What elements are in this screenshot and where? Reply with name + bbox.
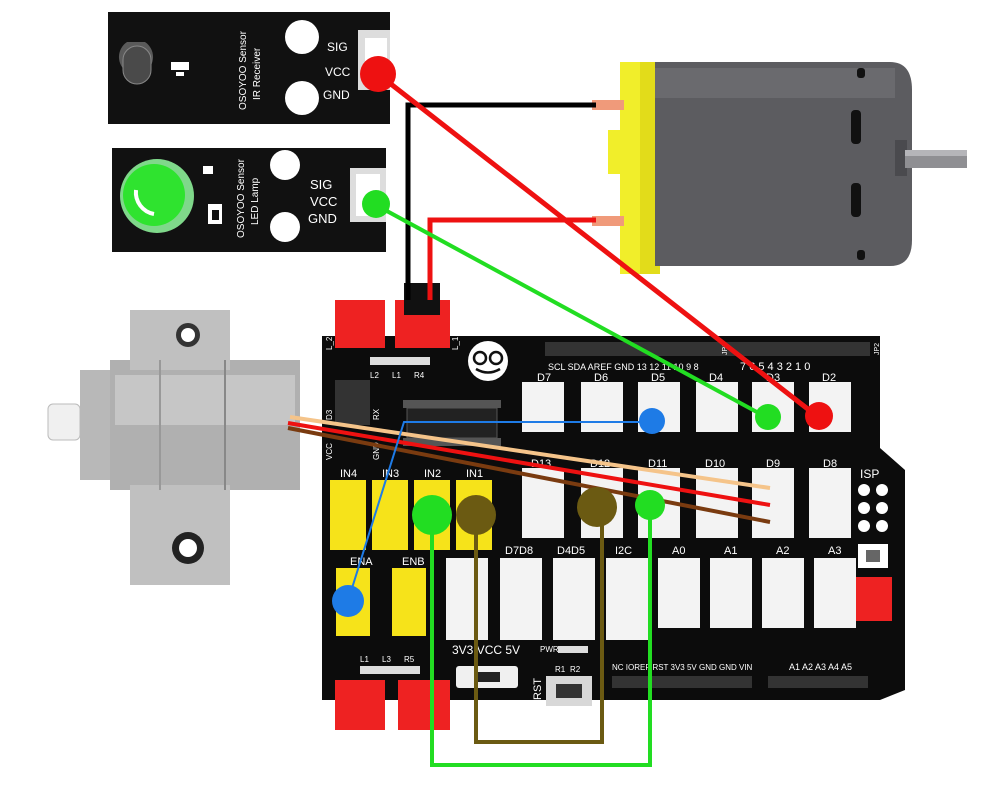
label-d5: D5 — [651, 372, 665, 384]
label-l2: L_2 — [325, 336, 334, 350]
label-ena: ENA — [350, 556, 373, 568]
label-jp2: JP2 — [874, 343, 881, 355]
label-in1: IN1 — [466, 468, 483, 480]
isp-header — [858, 484, 888, 532]
ir-module-type: IR Receiver — [252, 47, 263, 100]
led-module-brand: OSOYOO Sensor — [236, 158, 247, 238]
label-jp1: JP1 — [722, 343, 729, 355]
ir-pin-vcc: VCC — [325, 65, 351, 79]
wire-olive — [474, 507, 604, 744]
label-l1: L_1 — [451, 336, 460, 350]
label-rx: RX — [372, 408, 381, 420]
led-lamp-module: OSOYOO Sensor LED Lamp SIG VCC GND — [112, 148, 386, 252]
analog-header — [768, 676, 868, 688]
connection-dots — [332, 56, 833, 617]
label-bottom-l3: L3 — [382, 655, 391, 664]
label-isp: ISP — [860, 467, 879, 481]
label-d3: D3 — [325, 409, 334, 420]
wires — [287, 72, 820, 767]
dot-in2 — [412, 495, 452, 535]
label-bottom-r5: R5 — [404, 655, 415, 664]
dot-ena — [332, 585, 364, 617]
label-pwr: PWR — [540, 645, 559, 654]
mount-hole-icon — [285, 81, 319, 115]
label-l2-led: L2 — [370, 371, 379, 380]
label-gnd-side: GND — [372, 442, 381, 460]
label-in4: IN4 — [340, 468, 357, 480]
dot-ir-vcc — [360, 56, 396, 92]
dot-d12 — [577, 487, 617, 527]
label-l1-led: L1 — [392, 371, 401, 380]
digital-header — [545, 342, 870, 356]
header-top-label: SCL SDA AREF GND 13 12 11 10 9 8 — [548, 362, 699, 372]
dot-d2 — [805, 402, 833, 430]
label-rst: RST — [532, 678, 544, 700]
top-connector-row — [522, 382, 851, 432]
led-lamp-icon — [123, 164, 185, 226]
wire-blue — [347, 421, 652, 602]
connector-bottom-right — [398, 680, 450, 730]
label-a3: A3 — [828, 545, 841, 557]
label-vcc-side: VCC — [325, 443, 334, 460]
wire-ir-red — [376, 72, 820, 419]
led-pin-vcc: VCC — [310, 194, 337, 209]
label-bottom-l1: L1 — [360, 655, 369, 664]
label-power-header: NC IOREF RST 3V3 5V GND GND VIN — [612, 663, 753, 672]
led-module-type: LED Lamp — [250, 177, 261, 225]
label-d4d5: D4D5 — [557, 545, 585, 557]
label-d9: D9 — [766, 458, 780, 470]
power-connector — [856, 577, 892, 621]
ir-pin-sig: SIG — [327, 40, 348, 54]
mount-hole-icon — [285, 20, 319, 54]
servo-motor — [47, 310, 300, 585]
wire-motor-red — [427, 217, 596, 300]
wire-servo-orange — [289, 415, 771, 490]
led-pin-gnd: GND — [308, 211, 337, 226]
label-d6: D6 — [594, 372, 608, 384]
label-d7d8: D7D8 — [505, 545, 533, 557]
ir-receiver-module: OSOYOO Sensor IR Receiver SIG VCC GND — [108, 12, 390, 124]
label-in3: IN3 — [382, 468, 399, 480]
dot-d5 — [639, 408, 665, 434]
dot-d11 — [635, 490, 665, 520]
label-a1: A1 — [724, 545, 737, 557]
dot-in1 — [456, 495, 496, 535]
mount-hole-icon — [270, 212, 300, 242]
label-d7: D7 — [537, 372, 551, 384]
label-d10: D10 — [705, 458, 725, 470]
dot-d3 — [755, 404, 781, 430]
label-d8: D8 — [823, 458, 837, 470]
wire-servo-red — [287, 421, 771, 507]
label-d2-conn: D2 — [822, 372, 836, 384]
wire-motor-black — [405, 102, 596, 300]
connector-l2 — [335, 300, 385, 348]
wire-led-green — [373, 202, 767, 419]
ir-sensor-icon — [122, 45, 152, 85]
dc-motor — [592, 62, 967, 274]
connector-bottom-left — [335, 680, 385, 730]
power-header — [612, 676, 752, 688]
label-r1: R1 — [555, 665, 566, 674]
label-analog-header: A1 A2 A3 A4 A5 — [789, 662, 852, 672]
ir-pin-gnd: GND — [323, 88, 350, 102]
label-r4: R4 — [414, 371, 425, 380]
dot-led-vcc — [362, 190, 390, 218]
wire-green-bottom — [430, 508, 652, 767]
label-a2: A2 — [776, 545, 789, 557]
bottom-connector-row — [446, 558, 856, 640]
label-i2c: I2C — [615, 545, 632, 557]
mount-hole-icon — [270, 150, 300, 180]
led-pin-sig: SIG — [310, 177, 332, 192]
label-d4: D4 — [709, 372, 723, 384]
label-r2: R2 — [570, 665, 581, 674]
label-vcc-select: 3V3 VCC 5V — [452, 643, 520, 657]
ir-module-brand: OSOYOO Sensor — [238, 30, 249, 110]
wire-servo-brown — [287, 426, 771, 524]
label-a0: A0 — [672, 545, 685, 557]
label-in2: IN2 — [424, 468, 441, 480]
label-d11: D11 — [648, 458, 667, 470]
label-enb: ENB — [402, 556, 425, 568]
